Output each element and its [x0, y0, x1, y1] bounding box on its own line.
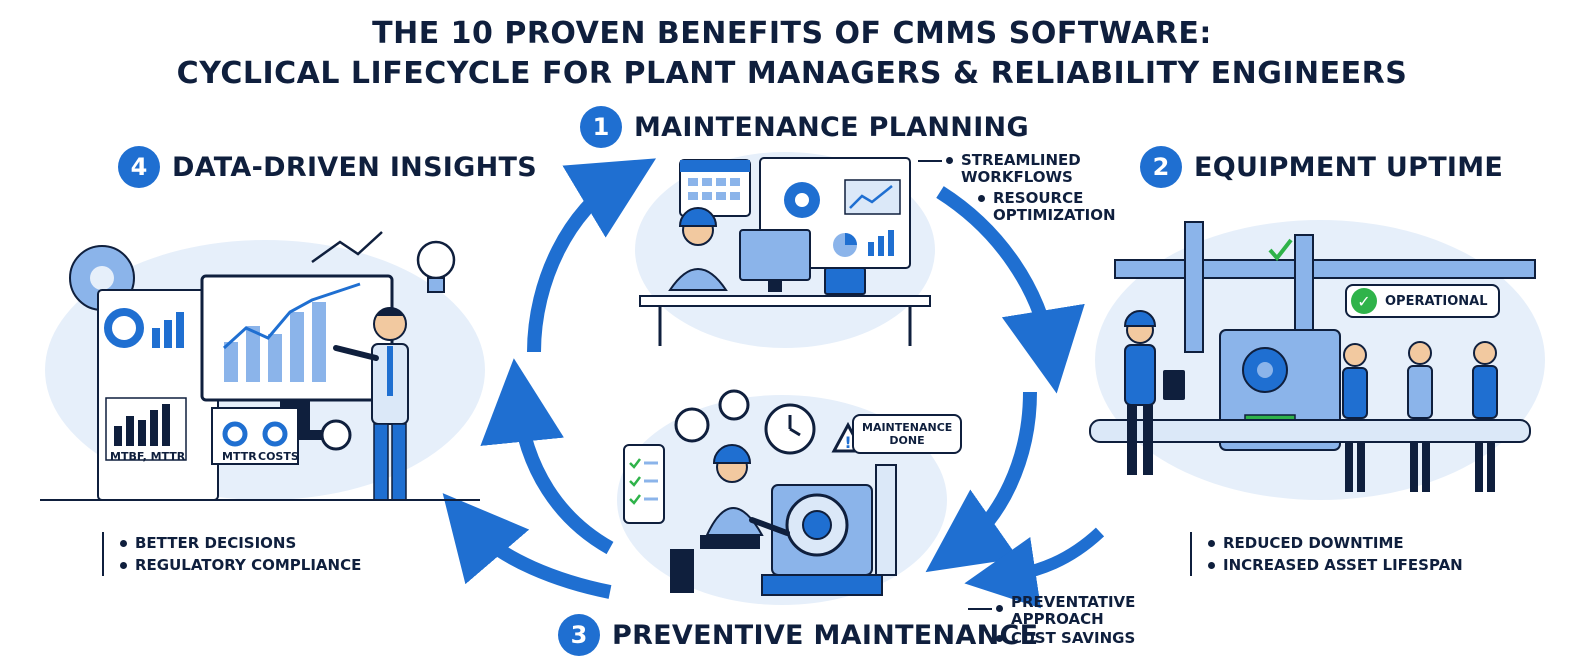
arrow-uptime-to-preventive-small	[964, 527, 1105, 609]
main-title-line-2: CYCLICAL LIFECYCLE FOR PLANT MANAGERS & …	[176, 56, 1408, 91]
checklist-tablet	[623, 444, 665, 524]
conveyor-belt	[1089, 419, 1531, 443]
maintenance-planning-illustration	[635, 152, 935, 348]
stage-1-header: 1 MAINTENANCE PLANNING	[580, 106, 1029, 148]
stage-3-benefits: PREVENTATIVE APPROACH COST SAVINGS	[968, 594, 1151, 647]
arrow-planning-to-uptime	[936, 186, 1085, 394]
gear-icon	[674, 407, 710, 443]
donut-chart-icon	[104, 308, 144, 348]
check-icon	[1268, 238, 1293, 262]
benefit-preventative-approach: PREVENTATIVE APPROACH	[1011, 593, 1136, 628]
stage-1-title: MAINTENANCE PLANNING	[634, 111, 1029, 143]
stage-2-benefits: REDUCED DOWNTIME INCREASED ASSET LIFESPA…	[1190, 532, 1463, 576]
wrench-icon	[749, 517, 790, 536]
stage-4-benefits: BETTER DECISIONS REGULATORY COMPLIANCE	[102, 532, 361, 576]
benefit-streamlined-workflows: STREAMLINED WORKFLOWS	[961, 151, 1081, 186]
operational-label: OPERATIONAL	[1385, 293, 1488, 309]
hard-hat-icon	[678, 207, 718, 227]
stage-3-header: 3 PREVENTIVE MAINTENANCE	[558, 614, 1038, 656]
stage-2-title: EQUIPMENT UPTIME	[1194, 151, 1504, 183]
stage-2-number-badge: 2	[1140, 146, 1182, 188]
svg-text:!: !	[844, 433, 851, 452]
stage-1-number-badge: 1	[580, 106, 622, 148]
stage-3-title: PREVENTIVE MAINTENANCE	[612, 619, 1039, 651]
data-driven-insights-illustration	[40, 231, 485, 501]
benefit-resource-optimization: RESOURCE OPTIMIZATION	[993, 189, 1116, 224]
clock-icon	[718, 389, 750, 421]
stage-2-header: 2 EQUIPMENT UPTIME	[1140, 146, 1503, 188]
stage-4-header: 4 DATA-DRIVEN INSIGHTS	[118, 146, 537, 188]
arrow-insights-to-planning	[527, 158, 656, 353]
benefit-increased-asset-lifespan: INCREASED ASSET LIFESPAN	[1223, 555, 1463, 574]
arrow-insights-inner	[480, 358, 614, 555]
check-circle-icon: ✓	[1351, 288, 1377, 314]
arrow-preventive-to-insights	[442, 493, 612, 599]
benefit-regulatory-compliance: REGULATORY COMPLIANCE	[135, 555, 362, 574]
desk	[639, 295, 931, 307]
chart-label-mtbf-mttr: MTBF, MTTR	[110, 450, 186, 463]
stage-4-title: DATA-DRIVEN INSIGHTS	[172, 151, 537, 183]
worker-with-tablet	[1123, 310, 1185, 475]
benefit-cost-savings: COST SAVINGS	[1011, 629, 1136, 647]
laptop-icon	[824, 267, 866, 295]
assembly-workers	[1342, 341, 1498, 492]
operational-status-badge: ✓ OPERATIONAL	[1345, 284, 1500, 318]
maintenance-done-sign: MAINTENANCE DONE	[852, 414, 962, 454]
chart-label-costs: COSTS	[258, 450, 299, 463]
main-title-line-1: THE 10 PROVEN BENEFITS OF CMMS SOFTWARE:	[372, 16, 1212, 51]
stage-3-number-badge: 3	[558, 614, 600, 656]
lightbulb-icon	[416, 240, 456, 280]
hard-hat-icon	[712, 444, 752, 464]
benefit-reduced-downtime: REDUCED DOWNTIME	[1223, 533, 1404, 552]
equipment-uptime-illustration	[1089, 220, 1545, 500]
stage-4-number-badge: 4	[118, 146, 160, 188]
benefit-better-decisions: BETTER DECISIONS	[135, 533, 297, 552]
pipe	[1114, 259, 1536, 279]
maintenance-done-label: MAINTENANCE DONE	[862, 421, 953, 447]
dashboard-panel-left	[97, 289, 219, 501]
chart-label-mttr: MTTR	[222, 450, 257, 463]
small-gear-icon	[320, 419, 352, 451]
computer-monitor	[739, 229, 811, 281]
stage-1-benefits: STREAMLINED WORKFLOWS RESOURCE OPTIMIZAT…	[918, 152, 1133, 224]
arrow-uptime-to-preventive	[925, 391, 1037, 573]
